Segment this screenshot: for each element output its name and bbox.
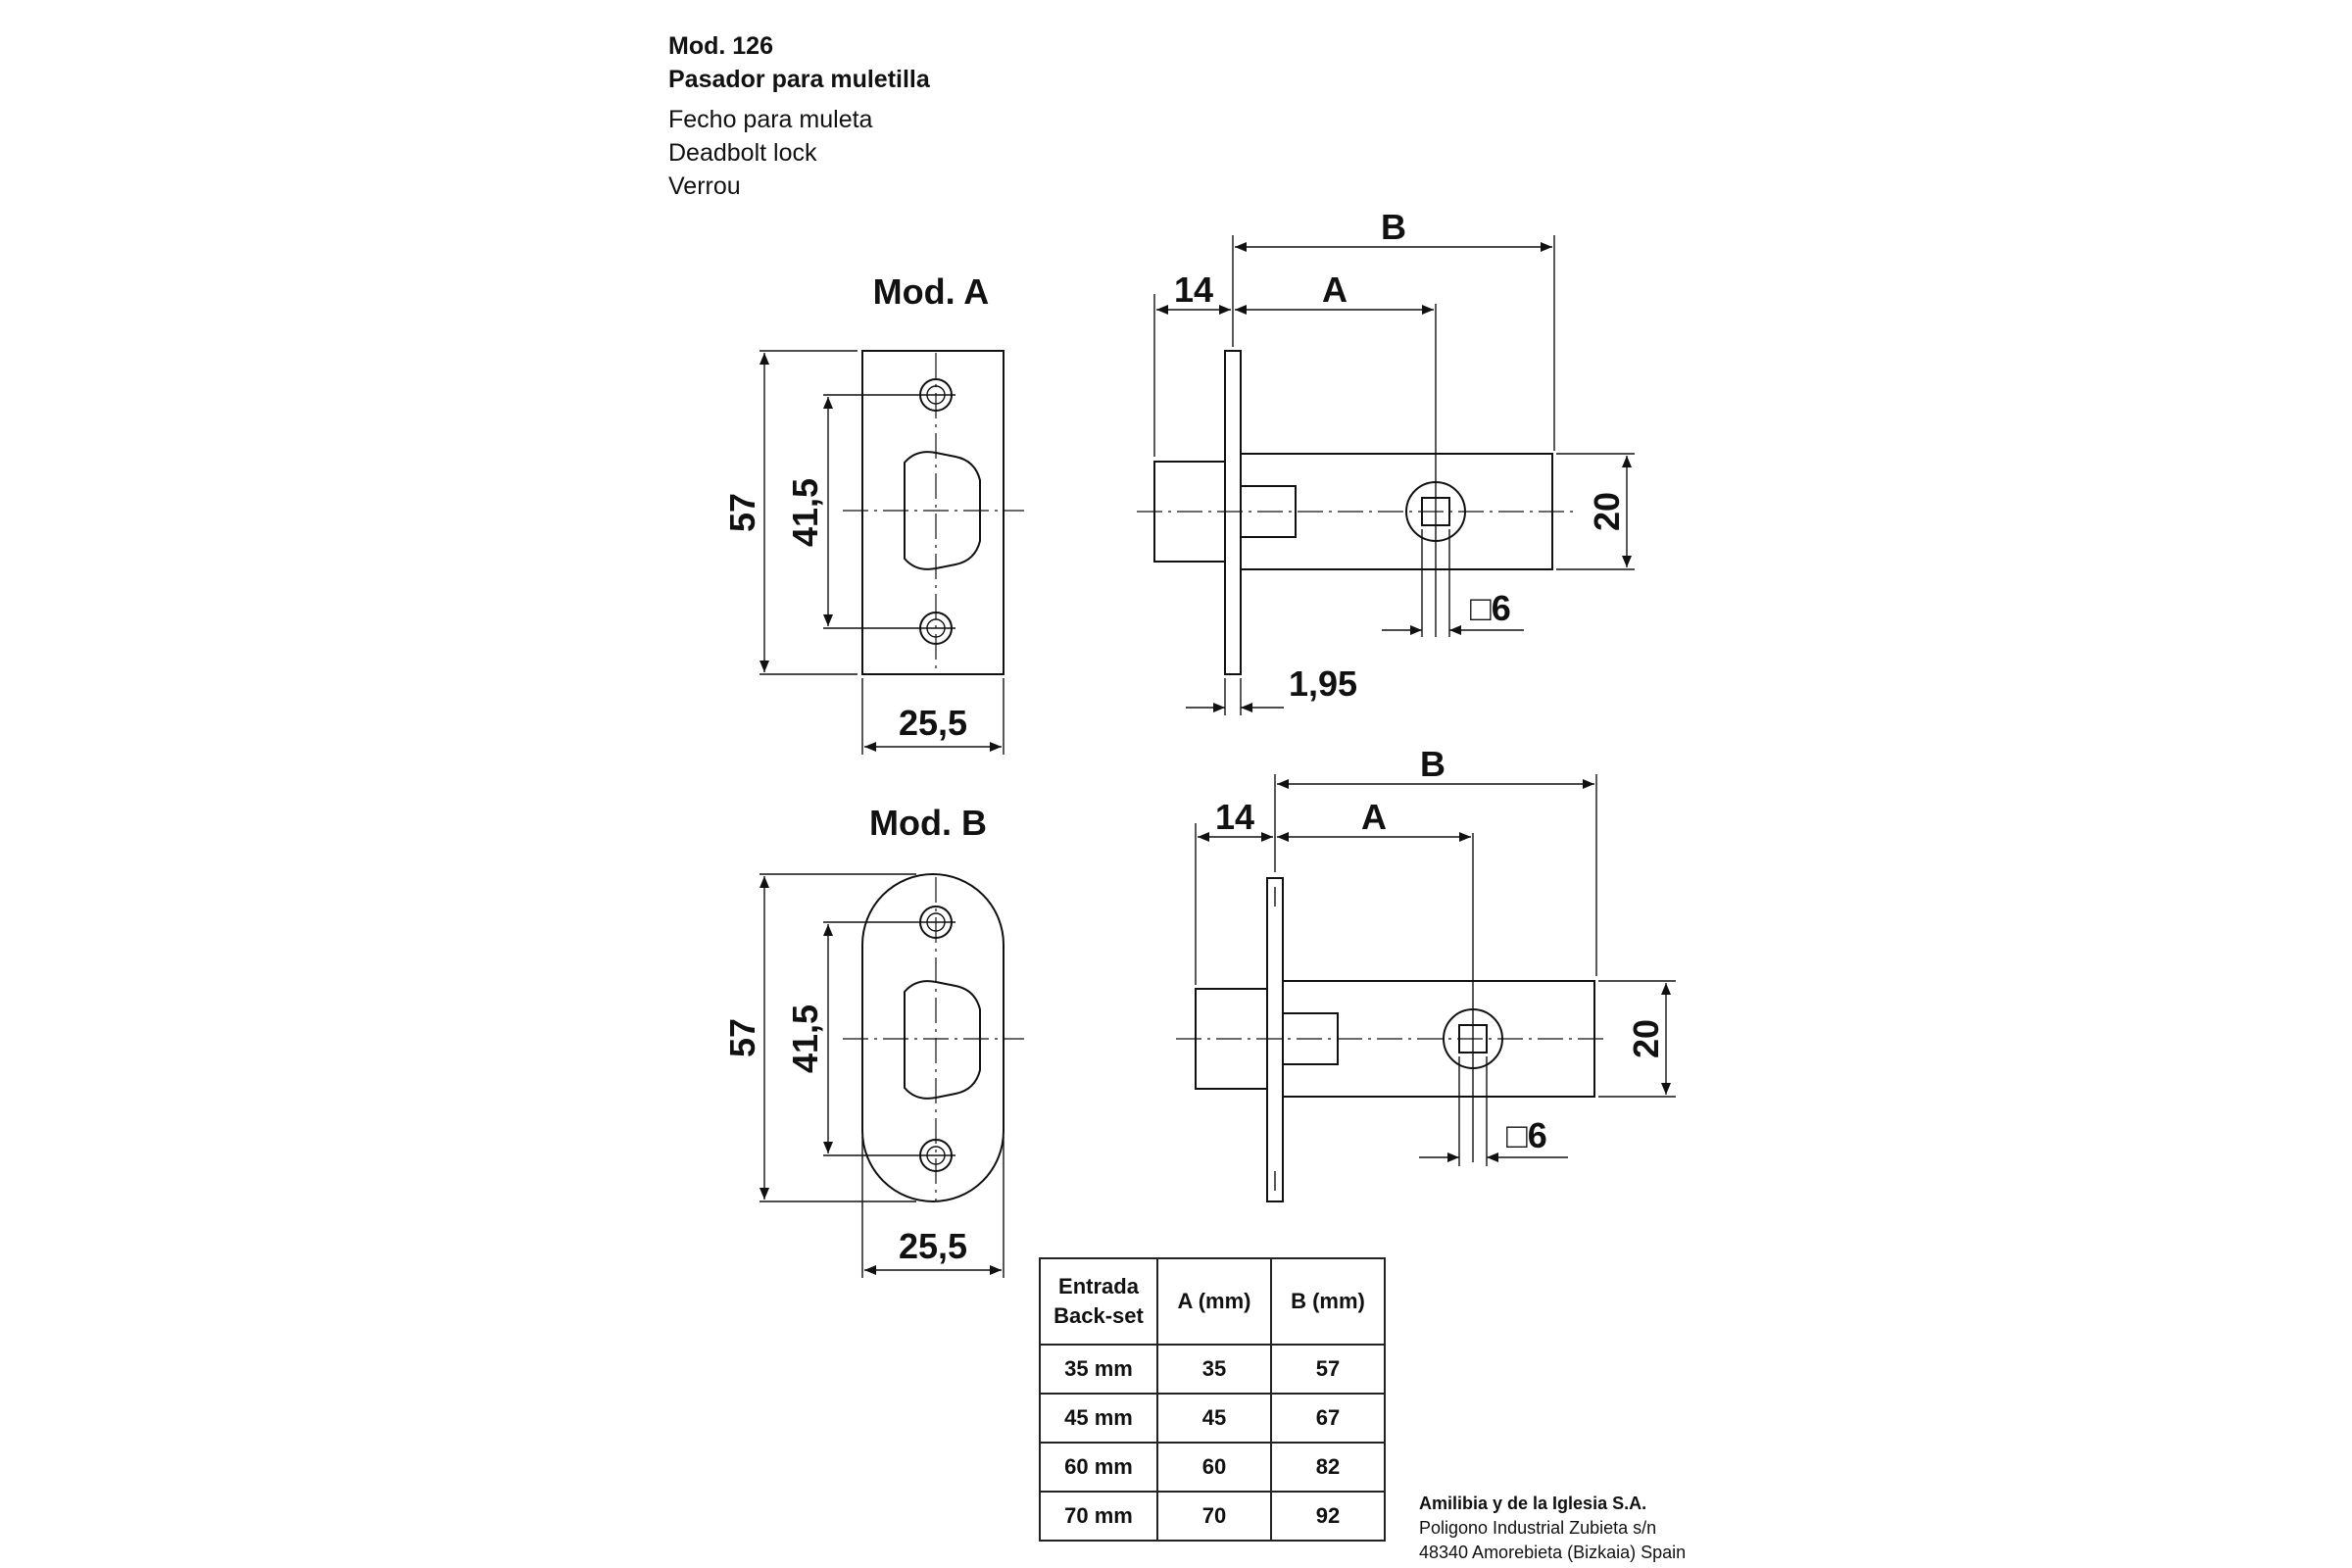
mod-b-height-dim: 57 bbox=[722, 1018, 762, 1057]
mod-b-projection-dim: 14 bbox=[1215, 797, 1254, 837]
mod-b-side-view: 14 A B 20 □6 bbox=[1176, 744, 1676, 1202]
mod-b-title: Mod. B bbox=[869, 803, 987, 843]
mod-a-front-view: 57 41,5 25,5 bbox=[722, 350, 1024, 755]
company-address-line2: 48340 Amorebieta (Bizkaia) Spain bbox=[1419, 1543, 1687, 1562]
product-name-en: Deadbolt lock bbox=[668, 139, 817, 167]
mod-a-faceplate bbox=[861, 350, 1004, 675]
table-row: 45 mm 45 67 bbox=[1039, 1393, 1386, 1444]
table-header-b: B (mm) bbox=[1270, 1257, 1386, 1346]
mod-a-hole-spacing-dim: 41,5 bbox=[785, 478, 825, 547]
model-number: Mod. 126 bbox=[668, 32, 773, 60]
mod-b-faceplate-side bbox=[1266, 877, 1284, 1202]
table-cell-backset: 70 mm bbox=[1039, 1491, 1158, 1542]
product-name-es: Pasador para muletilla bbox=[668, 66, 930, 93]
table-cell-b: 82 bbox=[1270, 1442, 1386, 1493]
mod-b-overall-dim: B bbox=[1420, 744, 1446, 784]
mod-b-spindle-dim: □6 bbox=[1506, 1115, 1547, 1155]
mod-b-width-dim: 25,5 bbox=[899, 1226, 967, 1266]
mod-b-hole-spacing-dim: 41,5 bbox=[785, 1004, 825, 1073]
product-name-pt: Fecho para muleta bbox=[668, 106, 873, 133]
mod-b-faceplate bbox=[861, 873, 1004, 1202]
table-cell-backset: 35 mm bbox=[1039, 1344, 1158, 1395]
mod-a-body-height-dim: 20 bbox=[1587, 492, 1627, 531]
mod-a-faceplate-thickness-dim: 1,95 bbox=[1289, 663, 1357, 704]
mod-a-side-view: 14 A B 20 □6 1,95 bbox=[1137, 207, 1635, 715]
mod-b-backset-dim: A bbox=[1361, 797, 1387, 837]
mod-b-front-view: 57 41,5 25,5 bbox=[722, 873, 1024, 1278]
table-cell-backset: 60 mm bbox=[1039, 1442, 1158, 1493]
table-header-row: Entrada Back-set A (mm) B (mm) bbox=[1039, 1257, 1386, 1346]
mod-b-body-height-dim: 20 bbox=[1626, 1019, 1666, 1058]
table-header-a: A (mm) bbox=[1156, 1257, 1272, 1346]
table-cell-b: 57 bbox=[1270, 1344, 1386, 1395]
table-cell-a: 60 bbox=[1156, 1442, 1272, 1493]
table-cell-a: 70 bbox=[1156, 1491, 1272, 1542]
product-name-fr: Verrou bbox=[668, 172, 741, 200]
table-row: 35 mm 35 57 bbox=[1039, 1344, 1386, 1395]
mod-a-overall-dim: B bbox=[1381, 207, 1406, 247]
backset-table: Entrada Back-set A (mm) B (mm) 35 mm 35 … bbox=[1039, 1257, 1386, 1542]
table-header-backset: Entrada Back-set bbox=[1039, 1257, 1158, 1346]
mod-b-bolt-hole bbox=[904, 980, 981, 1100]
company-name: Amilibia y de la Iglesia S.A. bbox=[1419, 1494, 1647, 1513]
table-header-entrada: Entrada bbox=[1058, 1274, 1139, 1298]
table-cell-backset: 45 mm bbox=[1039, 1393, 1158, 1444]
table-cell-b: 92 bbox=[1270, 1491, 1386, 1542]
mod-a-projection-dim: 14 bbox=[1174, 270, 1213, 310]
table-header-backset-en: Back-set bbox=[1054, 1303, 1144, 1328]
mod-a-width-dim: 25,5 bbox=[899, 703, 967, 743]
mod-a-title: Mod. A bbox=[873, 271, 990, 312]
table-cell-a: 45 bbox=[1156, 1393, 1272, 1444]
table-row: 70 mm 70 92 bbox=[1039, 1491, 1386, 1542]
mod-a-bolt-hole bbox=[904, 451, 981, 570]
mod-a-height-dim: 57 bbox=[722, 493, 762, 532]
company-address-line1: Poligono Industrial Zubieta s/n bbox=[1419, 1518, 1657, 1538]
table-cell-a: 35 bbox=[1156, 1344, 1272, 1395]
table-cell-b: 67 bbox=[1270, 1393, 1386, 1444]
mod-a-spindle-dim: □6 bbox=[1470, 588, 1511, 628]
mod-a-faceplate-side bbox=[1224, 350, 1242, 675]
table-row: 60 mm 60 82 bbox=[1039, 1442, 1386, 1493]
mod-a-backset-dim: A bbox=[1322, 270, 1348, 310]
